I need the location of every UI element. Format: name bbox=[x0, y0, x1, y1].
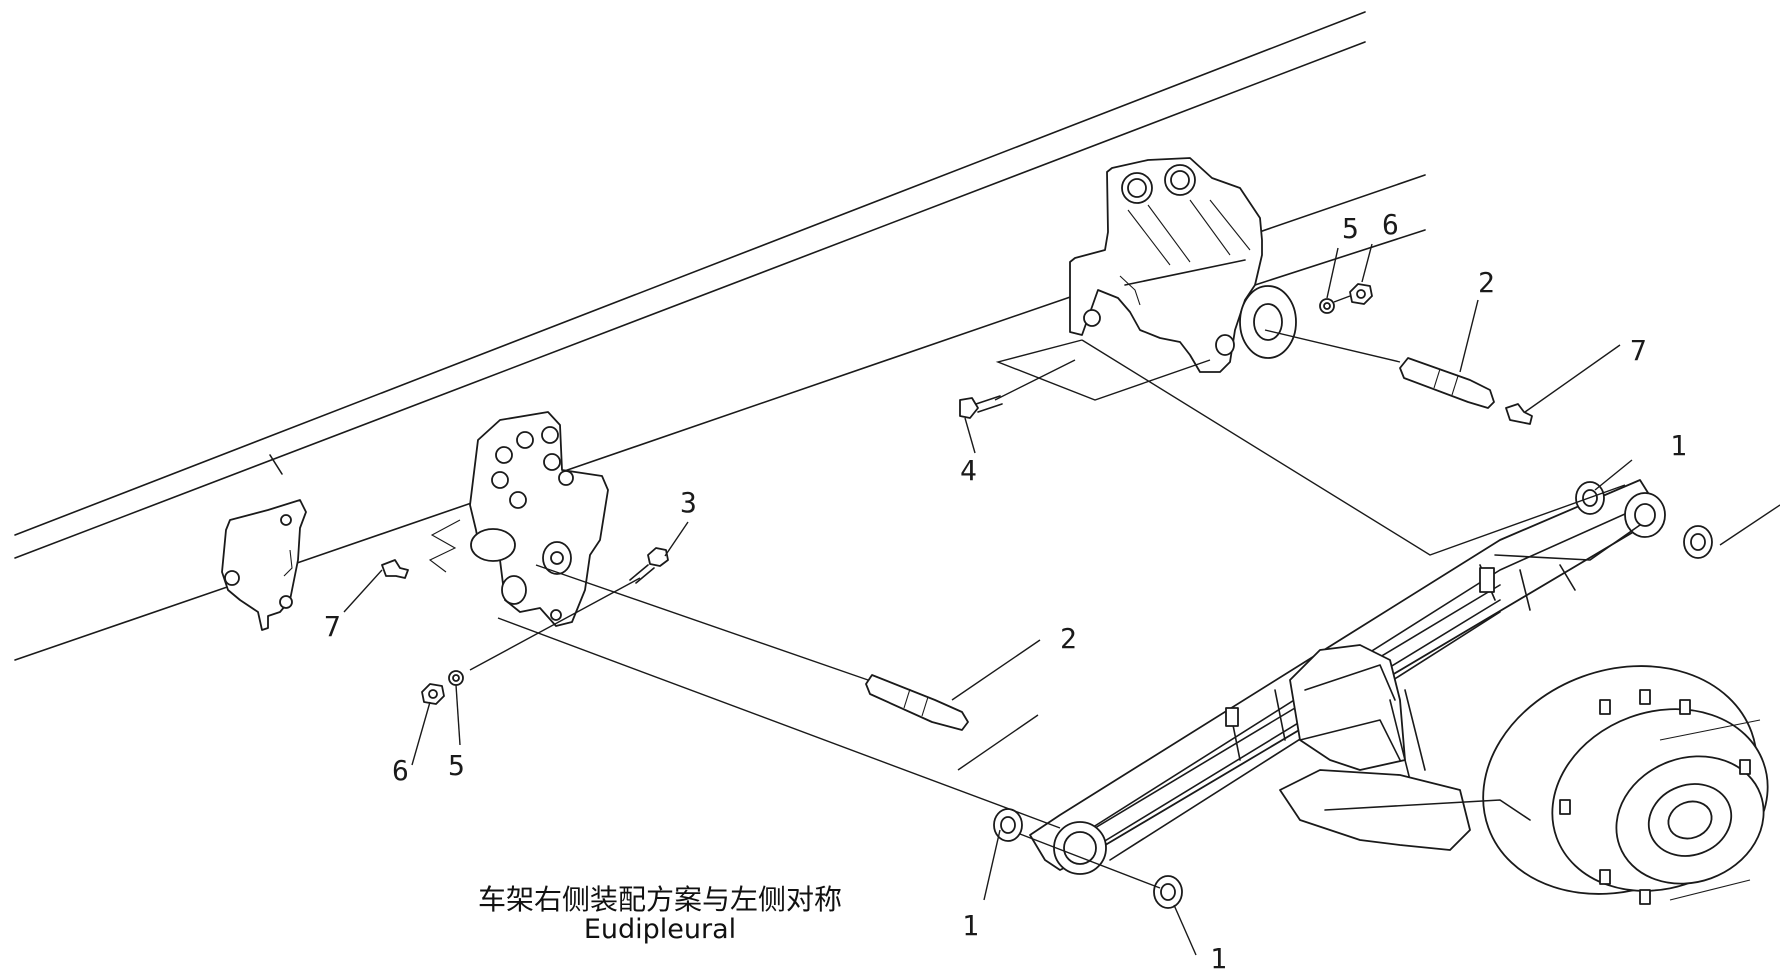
front-spring-hanger bbox=[428, 411, 609, 627]
callout-5-front: 5 bbox=[448, 749, 465, 782]
bush-washer-2 bbox=[1153, 875, 1183, 909]
washer-front bbox=[448, 670, 464, 686]
nut-rear bbox=[1349, 283, 1373, 305]
spring-pin-front bbox=[865, 674, 969, 731]
callout-labels: 1 1 1 2 2 3 4 5 5 6 6 7 7 bbox=[324, 208, 1687, 973]
callout-7-rear: 7 bbox=[1630, 334, 1647, 367]
callout-7-front: 7 bbox=[324, 610, 341, 643]
callout-3: 3 bbox=[680, 486, 697, 519]
rear-spring-hanger bbox=[1069, 157, 1426, 373]
axle-and-hub bbox=[1279, 665, 1769, 905]
callout-2-front: 2 bbox=[1060, 622, 1077, 655]
washer-rear bbox=[1319, 298, 1335, 314]
callout-2-rear: 2 bbox=[1478, 266, 1495, 299]
grease-nipple-rear bbox=[1505, 403, 1533, 425]
bush-washer-1 bbox=[993, 808, 1023, 842]
caption-chinese: 车架右侧装配方案与左侧对称 bbox=[477, 883, 842, 916]
callout-1-left: 1 bbox=[962, 909, 979, 942]
bolt-rear bbox=[959, 395, 1003, 419]
front-shackle-plate bbox=[221, 499, 307, 631]
callout-4: 4 bbox=[960, 454, 977, 487]
assembly-lines bbox=[469, 295, 1780, 889]
callout-5-rear: 5 bbox=[1342, 212, 1359, 245]
caption-english: Eudipleural bbox=[583, 914, 737, 945]
assembly-caption: 车架右侧装配方案与左侧对称 Eudipleural bbox=[430, 885, 890, 945]
callout-6-front: 6 bbox=[392, 754, 409, 787]
u-bolt-assembly bbox=[1225, 567, 1495, 781]
bolt-front bbox=[629, 547, 669, 584]
spring-pin-rear bbox=[1399, 357, 1495, 409]
callout-6-rear: 6 bbox=[1382, 208, 1399, 241]
nut-front bbox=[421, 683, 445, 705]
callout-leaders bbox=[343, 243, 1633, 956]
bush-washer-4 bbox=[1683, 525, 1713, 559]
callout-1-bottom: 1 bbox=[1210, 942, 1227, 973]
grease-nipple-front bbox=[381, 559, 409, 579]
callout-1-top: 1 bbox=[1670, 429, 1687, 462]
